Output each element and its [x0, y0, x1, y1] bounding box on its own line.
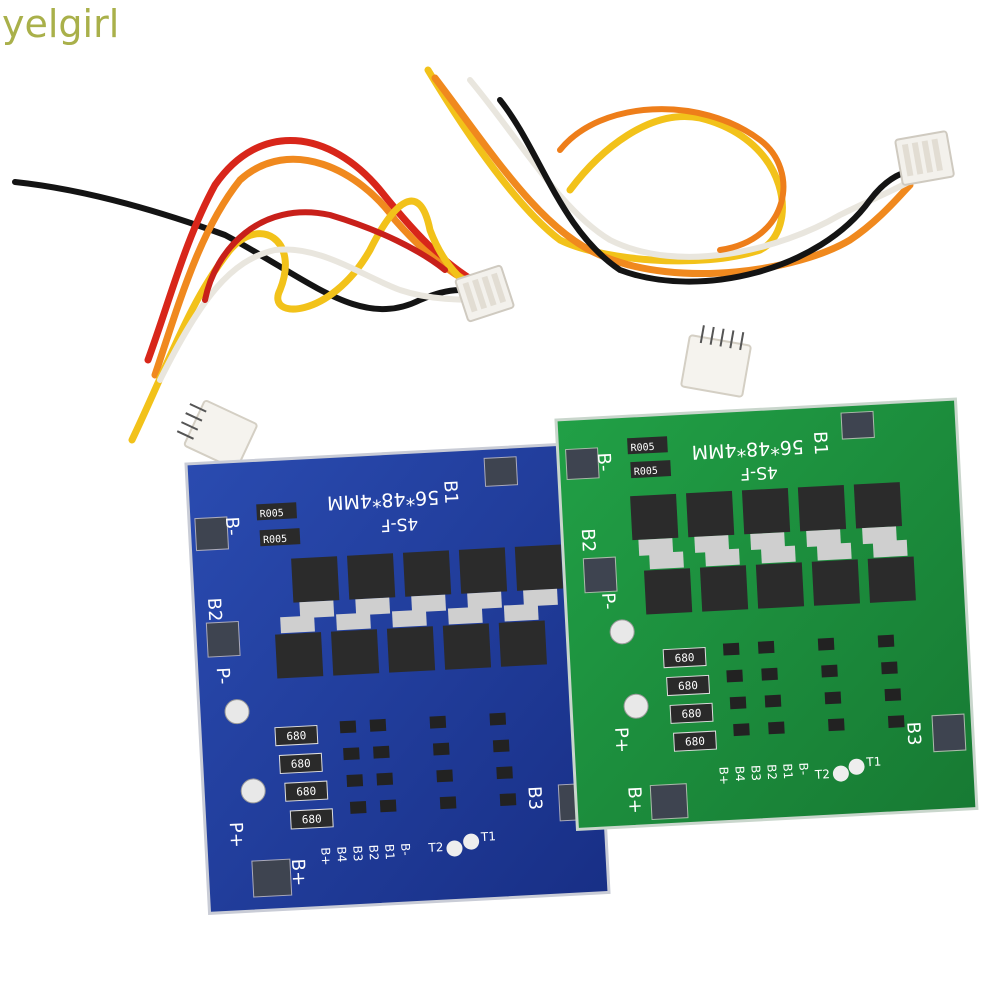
- watermark: yelgirl: [2, 2, 120, 46]
- shunt-resistor: [256, 502, 297, 521]
- resistor-label: 680: [678, 679, 699, 693]
- pad-label-b3: B3: [523, 786, 545, 811]
- pad-b2: [205, 620, 241, 658]
- resistor-label: 680: [286, 729, 307, 743]
- pad-label-p-minus: P-: [212, 667, 234, 685]
- blue-bms-board: 56*48*4MM 4S-F B1 B- B2 P- P+ B+ B3 R005…: [184, 441, 611, 915]
- wire-red: [144, 137, 494, 364]
- model-label: 4S-F: [740, 461, 779, 483]
- mount-hole: [224, 699, 250, 725]
- shunt-label: R005: [263, 534, 288, 546]
- model-label: 4S-F: [380, 513, 419, 535]
- pin-header-left: [176, 399, 258, 470]
- shunt-label: R005: [259, 508, 284, 520]
- mount-hole: [240, 778, 266, 804]
- pad-label-b-minus: B-: [593, 452, 615, 472]
- jst-connector-left: [454, 264, 515, 323]
- pad-label-p-minus: P-: [597, 592, 619, 610]
- mosfet-row-top: [630, 482, 903, 556]
- wire-orange: [431, 74, 914, 277]
- resistor-label: 680: [685, 735, 706, 749]
- wire-red-loop: [202, 209, 448, 303]
- thermal-label-t1: T1: [480, 829, 497, 844]
- wire-harness-right: [424, 66, 955, 398]
- wire-black: [12, 179, 493, 312]
- resistor-label: 680: [291, 757, 312, 771]
- resistor-label: 680: [681, 707, 702, 721]
- pad-label-b1: B1: [809, 431, 831, 456]
- shunt-label: R005: [634, 466, 659, 478]
- green-bms-board: 56*48*4MM 4S-F B1 B- B2 P- P+ B+ B3 R005…: [554, 397, 979, 832]
- pad-label-p-plus: P+: [610, 726, 632, 753]
- resistor-label: 680: [301, 812, 322, 826]
- pin-label: B3: [350, 845, 365, 862]
- pin-label: B+: [716, 766, 731, 785]
- mosfet-row-bottom: [275, 603, 547, 679]
- wire-white: [467, 77, 915, 260]
- pad-b1: [483, 456, 519, 487]
- thermal-label-t1: T1: [865, 754, 882, 769]
- thermal-label-t2: T2: [427, 840, 444, 855]
- pin-header-right: [680, 325, 752, 398]
- pin-label: B4: [732, 766, 747, 783]
- pin-label: B3: [748, 765, 763, 782]
- pin-label: B4: [334, 846, 349, 863]
- pad-b2: [582, 556, 618, 594]
- pin-label: B1: [780, 763, 795, 780]
- pin-label: B-: [796, 762, 811, 775]
- pin-label: B1: [382, 844, 397, 861]
- pad-label-p-plus: P+: [225, 821, 247, 848]
- mosfet-row-top: [291, 544, 564, 619]
- pcb: [184, 441, 611, 915]
- pad-label-b2: B2: [577, 528, 599, 553]
- balance-resistors: 680 680 680 680: [274, 724, 334, 830]
- thermal-pad: [832, 765, 849, 782]
- mosfet-row-bottom: [644, 539, 916, 615]
- pad-b-minus: [194, 516, 230, 552]
- pad-b-minus: [565, 447, 600, 481]
- wire-yellow: [128, 197, 494, 444]
- connector-pin-labels: B+ B4 B3 B2 B1 B-: [318, 843, 413, 866]
- pin-label: B+: [318, 847, 333, 866]
- ic-cluster: [722, 634, 905, 737]
- pad-label-b-plus: B+: [623, 786, 645, 814]
- connector-pin-labels: B+ B4 B3 B2 B1 B-: [716, 762, 811, 785]
- thermal-pad: [463, 833, 480, 850]
- shunt-resistor: [630, 460, 672, 479]
- shunt-resistor: [259, 528, 301, 547]
- pad-label-b-minus: B-: [221, 516, 243, 536]
- pin-label: B2: [764, 764, 779, 781]
- pad-label-b-plus: B+: [287, 858, 309, 886]
- wire-black: [497, 97, 918, 285]
- pad-b-plus: [251, 858, 293, 898]
- pad-b1: [840, 410, 875, 440]
- shunt-label: R005: [630, 442, 655, 454]
- wire-harness-left: [12, 137, 515, 470]
- ic-cluster: [339, 712, 517, 814]
- resistor-label: 680: [674, 651, 695, 665]
- thermal-pad: [848, 758, 865, 775]
- mount-hole: [609, 619, 635, 645]
- pad-label-b3: B3: [902, 721, 924, 746]
- resistor-label: 680: [296, 785, 317, 799]
- pin-label: B-: [398, 843, 413, 856]
- pad-b3: [931, 713, 967, 753]
- balance-resistors: 680 680 680 680: [662, 646, 717, 752]
- wire-orange-loop: [557, 106, 787, 253]
- pad-b-plus: [649, 783, 689, 821]
- shunt-resistor: [627, 436, 668, 455]
- thermal-pad: [446, 840, 463, 857]
- pad-label-b2: B2: [203, 597, 225, 622]
- mount-hole: [623, 693, 649, 719]
- pin-label: B2: [366, 844, 381, 861]
- jst-connector-right: [894, 130, 955, 186]
- pad-label-b1: B1: [439, 480, 461, 505]
- thermal-label-t2: T2: [814, 767, 831, 782]
